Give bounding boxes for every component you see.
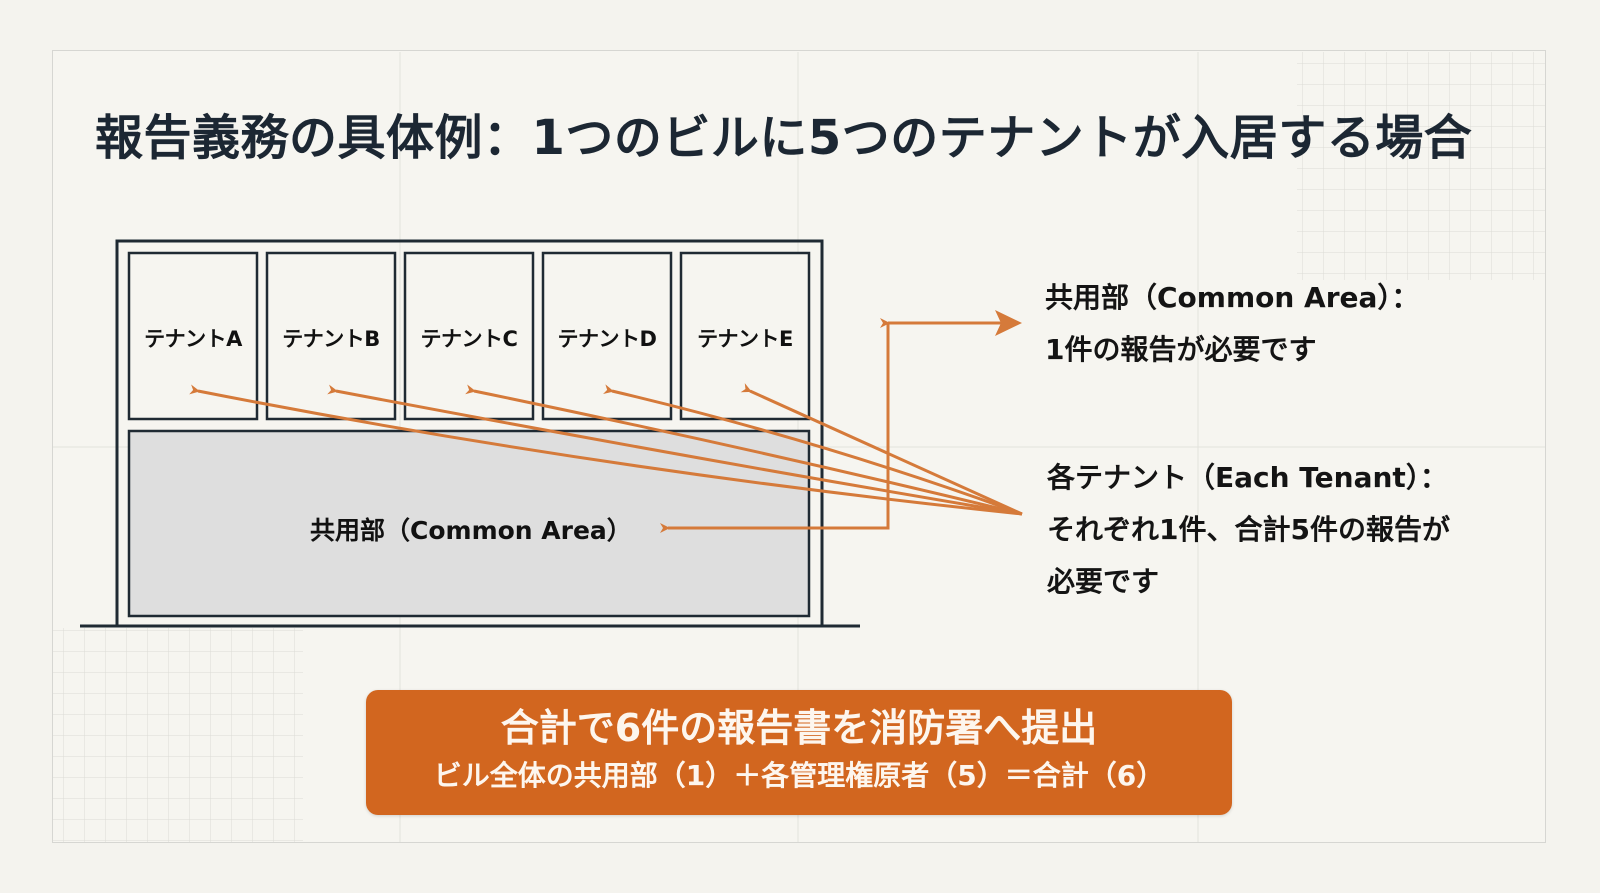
arrow-to-tenant-e: [740, 383, 1023, 516]
tenant-callout-line1: 各テナント（Each Tenant）：: [1047, 461, 1448, 494]
tenant-callout-line2: それぞれ1件、合計5件の報告が: [1047, 513, 1450, 546]
summary-sub-text: ビル全体の共用部（1）＋各管理権原者（5）＝合計（6）: [433, 759, 1165, 792]
common-callout-line2: 1件の報告が必要です: [1045, 333, 1317, 366]
tenant-callout-line3: 必要です: [1047, 565, 1160, 598]
page-title: 報告義務の具体例：1つのビルに5つのテナントが入居する場合: [95, 110, 1473, 166]
summary-main-text: 合計で6件の報告書を消防署へ提出: [500, 706, 1098, 750]
arrow-to-tenant-c: [465, 384, 1023, 516]
common-callout-arrowhead: [995, 310, 1022, 336]
tenant-label-b: テナントB: [282, 327, 380, 351]
tenant-callout: 各テナント（Each Tenant）： それぞれ1件、合計5件の報告が 必要です: [1047, 452, 1450, 608]
common-area-box: [127, 429, 811, 618]
arrow-to-tenant-a: [189, 384, 1023, 516]
common-area-callout: 共用部（Common Area）： 1件の報告が必要です: [1045, 272, 1419, 376]
tenant-label-a: テナントA: [144, 327, 242, 351]
summary-box: 合計で6件の報告書を消防署へ提出 ビル全体の共用部（1）＋各管理権原者（5）＝合…: [366, 690, 1232, 815]
arrow-to-common-area: [660, 322, 890, 533]
arrow-to-tenant-b: [327, 384, 1023, 516]
tenant-label-c: テナントC: [420, 327, 518, 351]
common-area-label: 共用部（Common Area）: [310, 516, 632, 545]
tenant-label-d: テナントD: [557, 327, 657, 351]
tenant-label-e: テナントE: [697, 327, 793, 351]
building-outline: [115, 239, 824, 628]
arrow-to-tenant-d: [603, 384, 1023, 516]
common-callout-line1: 共用部（Common Area）：: [1045, 281, 1420, 314]
